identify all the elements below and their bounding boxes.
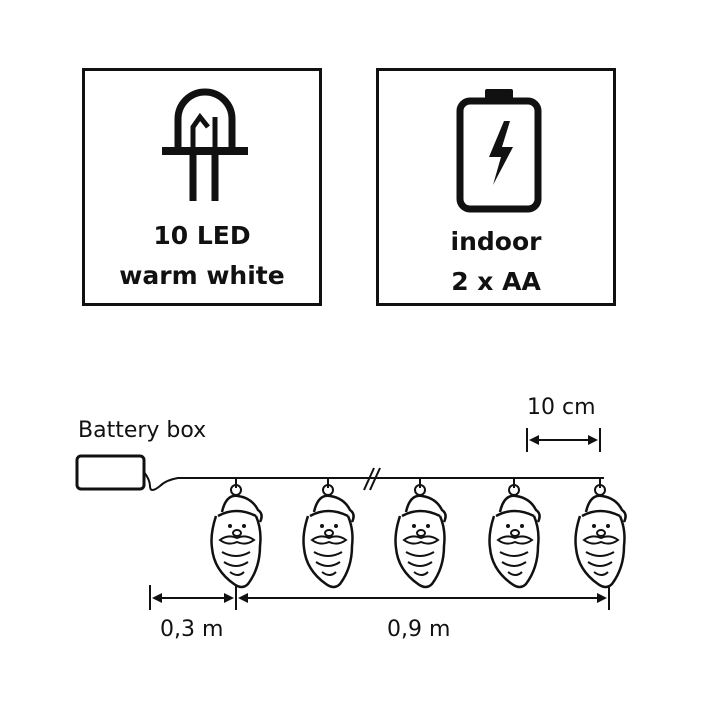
string-length-label: 0,9 m bbox=[387, 617, 451, 642]
cable bbox=[143, 471, 604, 491]
break-mark bbox=[369, 467, 381, 491]
figure-2 bbox=[302, 478, 355, 589]
battery-box-label: Battery box bbox=[78, 418, 207, 443]
led-color-text: warm white bbox=[119, 261, 285, 290]
light-string-drawing bbox=[75, 428, 627, 610]
figure-1 bbox=[210, 478, 263, 589]
usage-text: indoor bbox=[450, 227, 542, 256]
battery-type-text: 2 x AA bbox=[451, 267, 541, 296]
spacing-dimension bbox=[526, 428, 601, 452]
figure-4 bbox=[488, 478, 541, 589]
figure-5 bbox=[574, 478, 627, 589]
break-mark bbox=[363, 467, 375, 491]
led-count-text: 10 LED bbox=[153, 221, 251, 250]
figure-3 bbox=[394, 478, 447, 589]
string-dimension bbox=[238, 585, 610, 610]
spacing-label: 10 cm bbox=[527, 395, 596, 420]
battery-info-panel: indoor 2 x AA bbox=[376, 68, 616, 306]
lead-length-label: 0,3 m bbox=[160, 617, 224, 642]
led-icon bbox=[162, 88, 248, 201]
battery-icon bbox=[456, 89, 542, 213]
led-info-panel: 10 LED warm white bbox=[82, 68, 322, 306]
light-string-diagram: Battery box 10 cm 0,3 m 0,9 m bbox=[0, 380, 707, 707]
lead-dimension bbox=[149, 585, 237, 610]
battery-box bbox=[75, 454, 146, 491]
